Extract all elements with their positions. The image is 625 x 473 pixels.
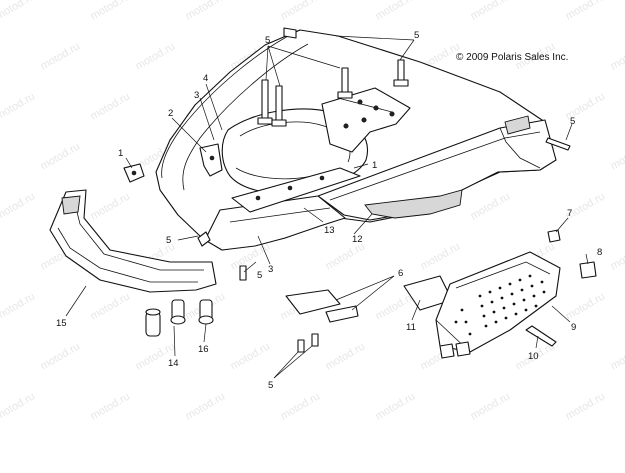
callout-5: 5: [265, 35, 270, 46]
watermark-text: motod.ru: [0, 190, 37, 222]
callout-5: 5: [257, 270, 262, 281]
callout-5: 5: [268, 380, 273, 391]
callout-8: 8: [597, 247, 602, 258]
watermark-text: motod.ru: [564, 390, 608, 422]
callout-3: 3: [268, 264, 273, 275]
watermark-text: motod.ru: [609, 140, 625, 172]
watermark-text: motod.ru: [89, 290, 133, 322]
callout-4: 4: [203, 73, 208, 84]
watermark-text: motod.ru: [279, 0, 323, 23]
watermark-text: motod.ru: [0, 390, 37, 422]
watermark-text: motod.ru: [89, 0, 133, 23]
watermark-text: motod.ru: [609, 40, 625, 72]
watermark-text: motod.ru: [279, 390, 323, 422]
watermark-text: motod.ru: [0, 0, 37, 23]
callout-5: 5: [166, 235, 171, 246]
watermark-text: motod.ru: [0, 90, 37, 122]
watermark-text: motod.ru: [324, 240, 368, 272]
callout-15: 15: [56, 318, 67, 329]
callout-9: 9: [571, 322, 576, 333]
watermark-text: motod.ru: [564, 0, 608, 23]
callout-1: 1: [372, 160, 377, 171]
watermark-text: motod.ru: [184, 390, 228, 422]
watermark-text: motod.ru: [89, 90, 133, 122]
callout-11: 11: [406, 322, 416, 333]
bushings: [146, 300, 213, 336]
foam-pads: [286, 290, 358, 322]
watermark-text: motod.ru: [469, 0, 513, 23]
callout-7: 7: [567, 208, 572, 219]
watermark-text: motod.ru: [39, 340, 83, 372]
callout-5: 5: [570, 116, 575, 127]
watermark-text: motod.ru: [89, 390, 133, 422]
callout-13: 13: [324, 225, 335, 236]
watermark-text: motod.ru: [609, 240, 625, 272]
callout-14: 14: [168, 358, 179, 369]
copyright-notice: © 2009 Polaris Sales Inc.: [456, 52, 568, 63]
watermark-text: motod.ru: [609, 340, 625, 372]
watermark-text: motod.ru: [324, 340, 368, 372]
heat-shield: [436, 252, 560, 358]
callout-5: 5: [414, 30, 419, 41]
screw-10: [526, 326, 556, 346]
callout-2: 2: [168, 108, 173, 119]
watermark-text: motod.ru: [134, 40, 178, 72]
watermark-text: motod.ru: [229, 340, 273, 372]
watermark-text: motod.ru: [89, 190, 133, 222]
clip-1: [124, 164, 144, 182]
callout-6: 6: [398, 268, 403, 279]
watermark-text: motod.ru: [374, 0, 418, 23]
watermark-text: motod.ru: [184, 0, 228, 23]
callout-12: 12: [352, 234, 363, 245]
callout-16: 16: [198, 344, 209, 355]
watermark-text: motod.ru: [564, 290, 608, 322]
watermark-text: motod.ru: [469, 190, 513, 222]
watermark-text: motod.ru: [419, 240, 463, 272]
watermark-text: motod.ru: [39, 140, 83, 172]
watermark-text: motod.ru: [469, 390, 513, 422]
callout-1: 1: [118, 148, 123, 159]
callout-3: 3: [194, 90, 199, 101]
watermark-text: motod.ru: [374, 390, 418, 422]
watermark-text: motod.ru: [0, 290, 37, 322]
callout-10: 10: [528, 351, 539, 362]
watermark-text: motod.ru: [39, 40, 83, 72]
